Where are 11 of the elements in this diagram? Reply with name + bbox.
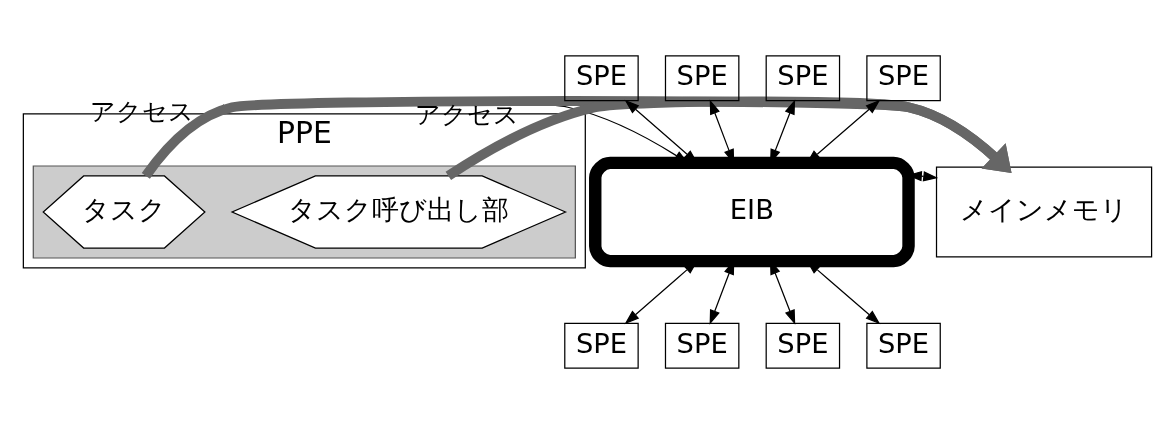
node-box: SPE bbox=[765, 322, 841, 369]
node-box: SPE bbox=[564, 54, 639, 101]
node-box: SPE bbox=[664, 322, 740, 369]
node-box: メインメモリ bbox=[935, 166, 1153, 257]
node-box: SPE bbox=[765, 54, 841, 101]
node-box: EIB bbox=[589, 156, 915, 267]
cluster bbox=[32, 164, 576, 259]
node-box: SPE bbox=[866, 54, 941, 101]
node-box: SPE bbox=[866, 322, 941, 369]
node-box: SPE bbox=[564, 322, 639, 369]
node-box: SPE bbox=[664, 54, 740, 101]
